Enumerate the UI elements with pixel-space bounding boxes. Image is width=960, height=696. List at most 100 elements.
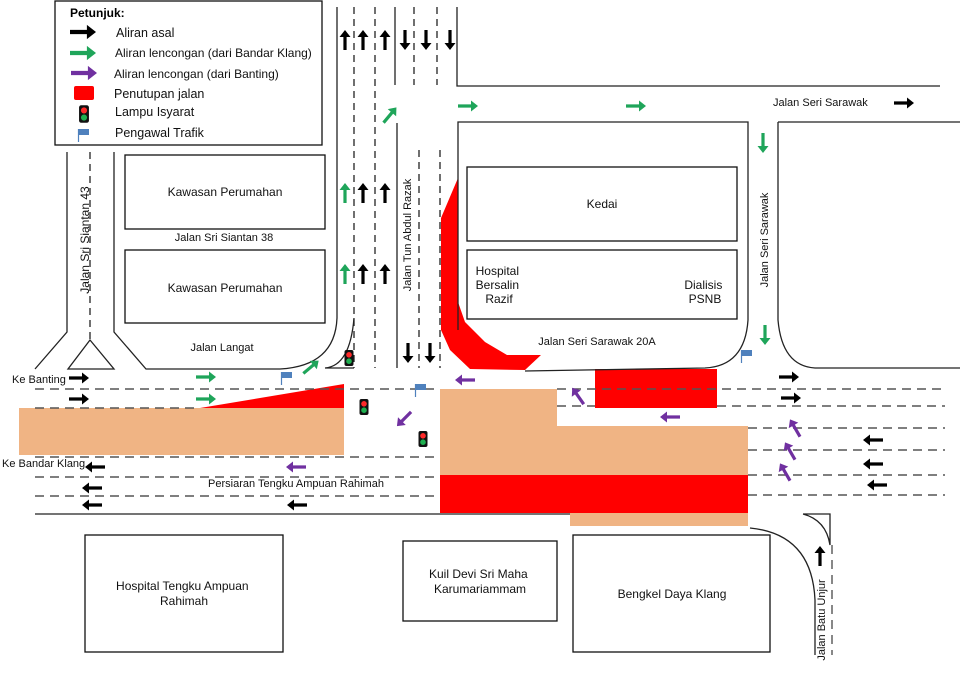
black-arrow-icon: [420, 30, 432, 50]
traffic-light-icon: [344, 350, 354, 366]
housing-block-1: [124, 154, 326, 230]
purple-arrow-icon: [455, 374, 475, 386]
road-closure-icon: [74, 86, 94, 100]
green-arrow-icon: [302, 360, 319, 375]
closure-tun-abdul-razak: [441, 178, 541, 370]
green-arrow-icon: [196, 371, 216, 383]
traffic-warden-flag-icon: [77, 129, 89, 142]
road-label-ke-banting: Ke Banting: [12, 374, 66, 386]
traffic-light-icon: [359, 399, 369, 415]
black-arrow-icon: [867, 479, 887, 491]
black-arrow-icon: [379, 30, 391, 50]
legend-label-original-flow: Aliran asal: [116, 26, 174, 40]
road-label-seri-sarawak: Jalan Seri Sarawak: [773, 97, 868, 109]
road-label-ke-bandar-klang: Ke Bandar Klang: [2, 458, 85, 470]
green-arrow-icon: [759, 325, 771, 345]
road-label-tun-abdul-razak: Jalan Tun Abdul Razak: [402, 178, 414, 291]
shops-block: [466, 166, 738, 242]
housing-block-2-label: Kawasan Perumahan: [168, 281, 283, 295]
road-lines: [34, 7, 960, 655]
black-arrow-icon: [379, 183, 391, 203]
works-areas: [19, 389, 748, 526]
legend: Petunjuk: Aliran asal Aliran lencongan (…: [54, 0, 323, 146]
road-label-batu-unjur: Jalan Batu Unjur: [816, 579, 828, 661]
closure-taper-west: [200, 384, 344, 408]
traffic-warden-flag-icon: [740, 350, 752, 363]
htar-hospital-block: [84, 534, 284, 653]
black-arrow-icon: [357, 183, 369, 203]
black-arrow-icon: [444, 30, 456, 50]
traffic-warden-flag-icon: [414, 384, 426, 397]
housing-block-2: [124, 249, 326, 324]
black-arrow-icon: [863, 434, 883, 446]
green-arrow-icon: [382, 107, 397, 124]
hospital-dialysis-block: [466, 249, 738, 320]
works-area-junction: [440, 389, 748, 475]
signals-and-wardens: [280, 350, 752, 447]
legend-box: [54, 0, 323, 146]
black-arrow-icon: [357, 264, 369, 284]
black-arrow-icon: [399, 30, 411, 50]
black-arrow-icon: [814, 546, 826, 566]
black-arrow-icon: [781, 392, 801, 404]
closure-persiaran: [440, 475, 748, 513]
purple-arrow-icon: [660, 411, 680, 423]
green-arrow-icon: [339, 264, 351, 284]
black-arrow-icon: [379, 264, 391, 284]
black-arrow-icon: [894, 97, 914, 109]
black-arrow-icon: [402, 343, 414, 363]
road-label-persiaran: Persiaran Tengku Ampuan Rahimah: [208, 478, 384, 490]
works-area-south: [570, 513, 748, 526]
black-arrow-icon: [287, 499, 307, 511]
shops-label: Kedai: [587, 197, 618, 211]
green-arrow-icon: [626, 100, 646, 112]
maternity-hospital-label: Hospital Bersalin Razif: [476, 264, 523, 306]
black-arrow-icon: [82, 499, 102, 511]
flow-arrows: [69, 30, 914, 566]
dialysis-label: Dialisis PSNB: [684, 278, 725, 306]
traffic-light-icon: [79, 105, 89, 123]
purple-arrow-icon: [286, 461, 306, 473]
purple-arrow-icon: [783, 442, 797, 461]
purple-arrow-icon: [571, 387, 586, 406]
workshop-label: Bengkel Daya Klang: [618, 587, 727, 601]
workshop-block: [572, 534, 771, 653]
road-label-langat: Jalan Langat: [191, 342, 254, 354]
purple-arrow-icon: [396, 410, 413, 427]
road-label-siantan-38: Jalan Sri Siantan 38: [175, 232, 273, 244]
temple-label: Kuil Devi Sri Maha Karumariammam: [429, 567, 531, 596]
black-arrow-icon: [69, 372, 89, 384]
road-labels: Jalan Sri Siantan 43 Jalan Sri Siantan 3…: [2, 97, 868, 661]
purple-arrow-icon: [71, 65, 97, 81]
legend-icons: [70, 24, 97, 142]
green-arrow-icon: [339, 183, 351, 203]
black-arrow-icon: [779, 371, 799, 383]
black-arrow-icon: [339, 30, 351, 50]
legend-label-traffic-warden: Pengawal Trafik: [115, 126, 205, 140]
black-arrow-icon: [69, 393, 89, 405]
works-area-west: [19, 408, 344, 455]
htar-hospital-label: Hospital Tengku Ampuan Rahimah: [116, 579, 252, 608]
road-closures: [200, 178, 748, 513]
black-arrow-icon: [82, 482, 102, 494]
legend-label-diversion-klang: Aliran lencongan (dari Bandar Klang): [115, 46, 312, 60]
road-label-seri-sarawak-20a: Jalan Seri Sarawak 20A: [538, 336, 656, 348]
green-arrow-icon: [70, 45, 96, 61]
purple-arrow-icon: [788, 419, 802, 438]
buildings: Kawasan Perumahan Kawasan Perumahan Keda…: [84, 154, 771, 653]
black-arrow-icon: [85, 461, 105, 473]
traffic-warden-flag-icon: [280, 372, 292, 385]
black-arrow-icon: [357, 30, 369, 50]
green-arrow-icon: [458, 100, 478, 112]
legend-label-traffic-light: Lampu Isyarat: [115, 105, 195, 119]
road-label-siantan-43: Jalan Sri Siantan 43: [78, 186, 92, 294]
black-arrow-icon: [424, 343, 436, 363]
black-arrow-icon: [70, 24, 96, 40]
green-arrow-icon: [196, 393, 216, 405]
legend-title: Petunjuk:: [70, 6, 125, 20]
green-arrow-icon: [757, 133, 769, 153]
housing-block-1-label: Kawasan Perumahan: [168, 185, 283, 199]
traffic-light-icon: [418, 431, 428, 447]
road-label-seri-sarawak-vertical: Jalan Seri Sarawak: [759, 192, 771, 287]
